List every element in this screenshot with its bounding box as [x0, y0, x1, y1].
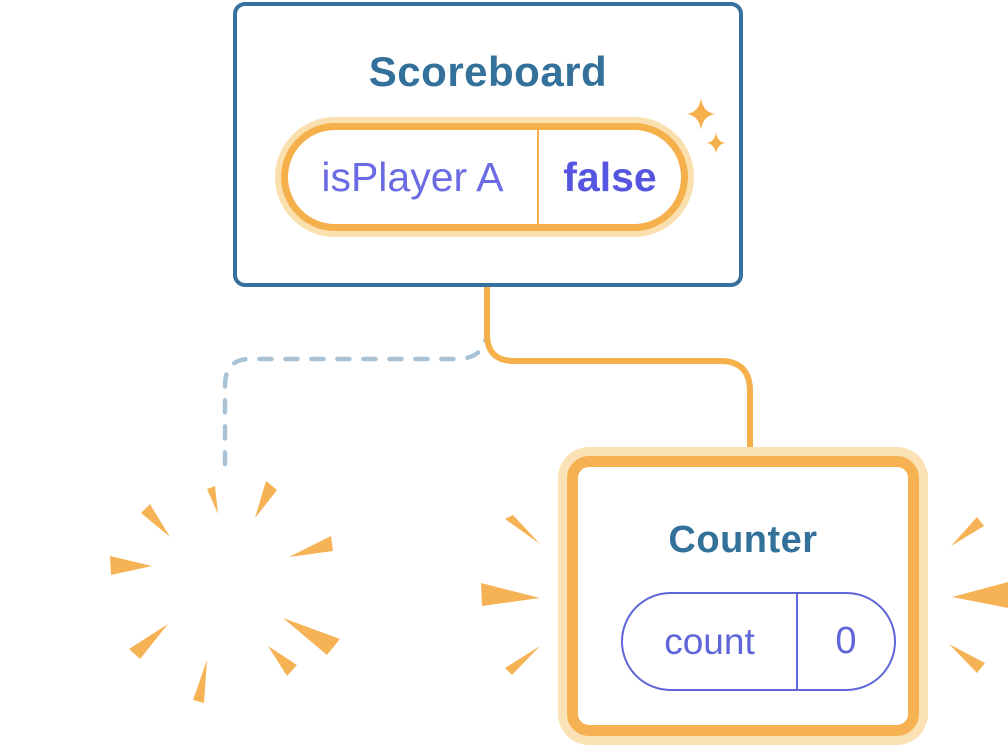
scoreboard-state-pill: isPlayer A false [281, 123, 688, 231]
solid-connector [484, 284, 753, 458]
state-value: false [563, 153, 657, 200]
state-name: isPlayer A [321, 153, 504, 200]
scoreboard-title: Scoreboard [368, 48, 608, 95]
counter-title: Counter [668, 519, 818, 561]
state-value: 0 [835, 620, 857, 662]
scoreboard-card: Scoreboard isPlayer A false [233, 2, 743, 287]
counter-state-pill: count 0 [621, 592, 896, 691]
state-name: count [664, 620, 755, 662]
counter-card: Counter count 0 [567, 456, 919, 736]
emphasis-marks-icon [481, 515, 1008, 675]
sparkle-icon [687, 98, 726, 154]
poof-burst-icon [110, 481, 340, 703]
pill-divider [796, 594, 798, 689]
dashed-connector [222, 326, 490, 467]
pill-divider [537, 130, 539, 224]
